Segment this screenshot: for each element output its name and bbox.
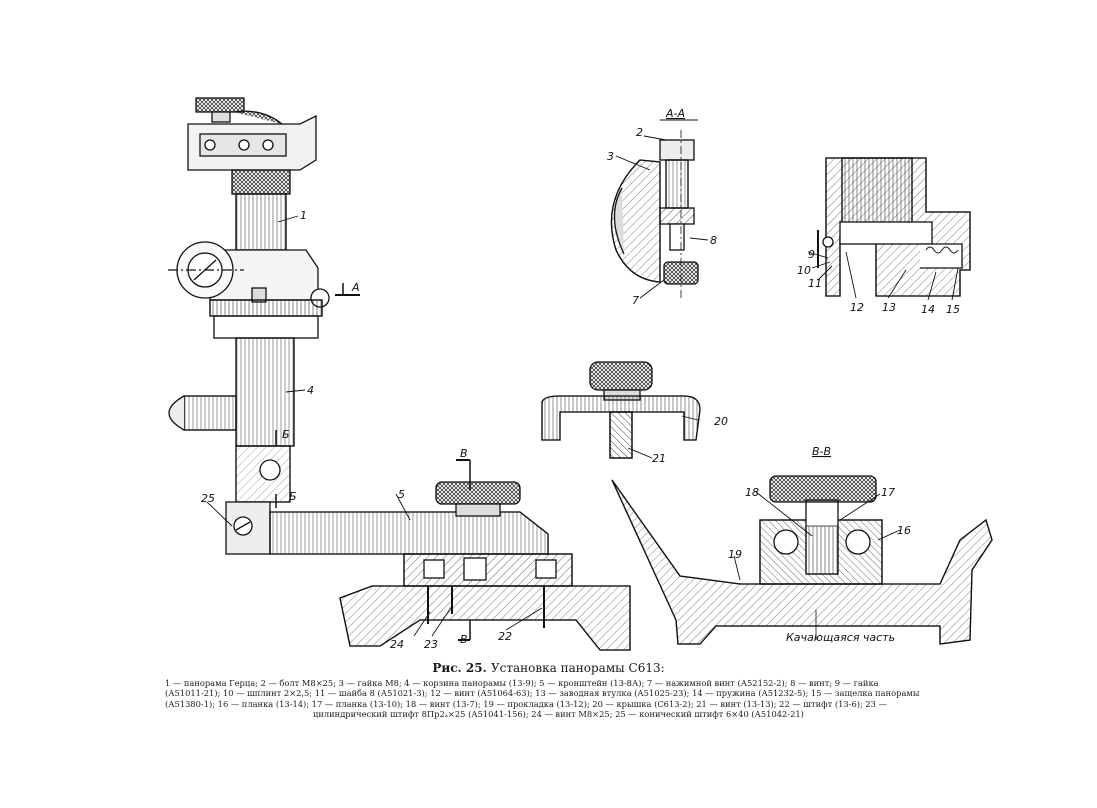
legend-line-3: (А51380-1); 16 — планка (13-14); 17 — пл… [165, 698, 887, 709]
callout-24: 24 [390, 638, 404, 651]
latch-detail-drawing [807, 157, 971, 301]
callout-20: 20 [714, 415, 728, 428]
section-vv-drawing [611, 475, 993, 645]
callout-4: 4 [307, 384, 314, 397]
callout-5: 5 [398, 488, 405, 501]
callout-labels: 1 2 3 4 5 7 8 9 10 11 12 13 14 15 16 17 … [201, 126, 960, 651]
callout-2: 2 [636, 126, 643, 139]
legend-line-2: (А51011-21); 10 — шплинт 2×2,5; 11 — шай… [165, 688, 920, 699]
callout-21: 21 [652, 452, 666, 465]
section-vv-title: В-В [812, 445, 831, 458]
callout-1: 1 [300, 209, 307, 222]
callout-3: 3 [607, 150, 614, 163]
callout-7: 7 [632, 294, 639, 307]
callout-8: 8 [710, 234, 717, 247]
figure-caption: Рис. 25. Установка панорамы С613: [0, 661, 1097, 675]
callout-11: 11 [808, 277, 822, 290]
marker-a: А [351, 281, 360, 294]
callout-19: 19 [728, 548, 742, 561]
callout-12: 12 [850, 301, 864, 314]
main-assembly-drawing [168, 97, 631, 651]
callout-18: 18 [745, 486, 759, 499]
callout-13: 13 [882, 301, 896, 314]
section-markers: А Б Б В В А-А В-В Качающаяся часть [282, 107, 895, 646]
legend-line-4: цилиндрический штифт 8Пр2ₐ×25 (А51041-15… [313, 709, 804, 720]
legend-line-1: 1 — панорама Герца; 2 — болт М8×25; 3 — … [165, 678, 879, 688]
callout-10: 10 [797, 264, 811, 277]
section-aa-drawing [610, 119, 709, 299]
section-aa-title: А-А [665, 107, 685, 120]
swinging-part-label: Качающаяся часть [786, 631, 895, 644]
callout-14: 14 [921, 303, 935, 316]
cover-drawing [541, 361, 701, 459]
callout-9: 9 [808, 248, 815, 261]
callout-23: 23 [424, 638, 438, 651]
callout-16: 16 [897, 524, 911, 537]
figure-legend: 1 — панорама Герца; 2 — болт М8×25; 3 — … [165, 678, 995, 720]
marker-v-upper: В [460, 447, 468, 460]
marker-b-upper: Б [282, 428, 290, 441]
marker-b-lower: Б [289, 490, 297, 503]
callout-17: 17 [881, 486, 895, 499]
callout-25: 25 [201, 492, 215, 505]
callout-22: 22 [498, 630, 512, 643]
callout-15: 15 [946, 303, 960, 316]
marker-v-lower: В [460, 633, 468, 646]
figure-number: Рис. 25. [432, 661, 487, 675]
figure-title: Установка панорамы С613: [490, 661, 665, 675]
